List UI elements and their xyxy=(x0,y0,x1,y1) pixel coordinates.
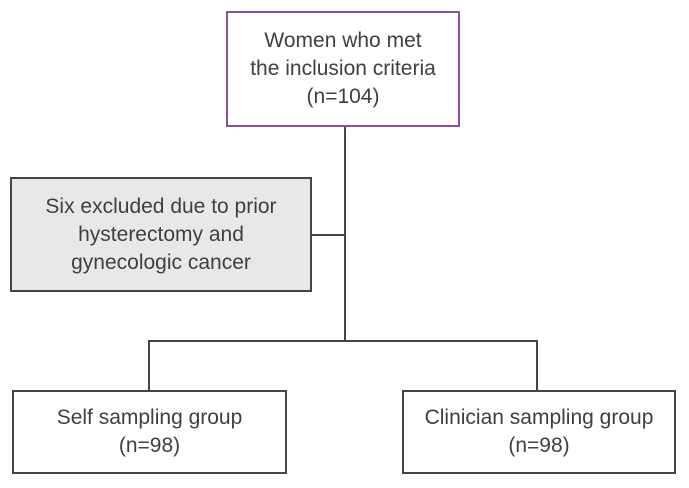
node-clinician-sampling-group: Clinician sampling group (n=98) xyxy=(402,390,676,474)
connector-right-drop xyxy=(536,340,538,390)
node-inclusion-criteria: Women who met the inclusion criteria (n=… xyxy=(226,11,460,127)
node-self-count: (n=98) xyxy=(118,434,181,457)
node-self-line1: Self sampling group xyxy=(56,406,243,429)
connector-excluded-branch xyxy=(312,234,345,236)
node-excluded-line2: hysterectomy and xyxy=(78,222,244,246)
node-inclusion-count: (n=104) xyxy=(306,85,380,108)
node-excluded-line3: gynecologic cancer xyxy=(71,250,251,274)
node-self-sampling-group: Self sampling group (n=98) xyxy=(12,390,287,474)
connector-inclusion-to-split xyxy=(344,127,346,341)
connector-left-drop xyxy=(148,340,150,390)
node-inclusion-line1: Women who met xyxy=(264,29,422,52)
node-clinician-count: (n=98) xyxy=(508,434,570,457)
node-clinician-line1: Clinician sampling group xyxy=(424,406,654,429)
node-excluded-line1: Six excluded due to prior xyxy=(45,194,277,218)
connector-split-horizontal xyxy=(148,340,538,342)
node-inclusion-line2: the inclusion criteria xyxy=(250,57,436,80)
node-excluded: Six excluded due to prior hysterectomy a… xyxy=(10,177,312,292)
